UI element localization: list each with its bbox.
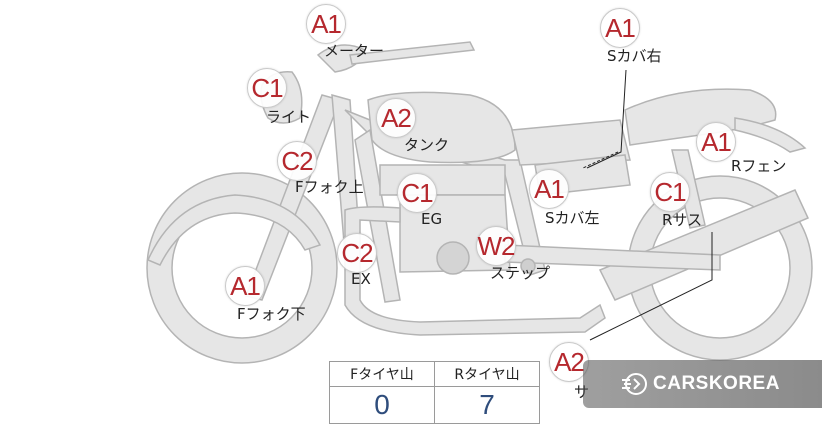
front-tread-value: 0 (329, 386, 435, 424)
grade-badge-rsus: C1 (650, 172, 690, 212)
part-label-rfender: Rフェン (731, 157, 787, 175)
grade-badge-scover-left: A1 (529, 169, 569, 209)
part-label-ex: EX (351, 270, 371, 288)
grade-badge-tank: A2 (376, 98, 416, 138)
rear-tread-header: Rタイヤ山 (434, 361, 540, 387)
front-tread-header: Fタイヤ山 (329, 361, 435, 387)
part-label-scover-right: Sカバ右 (607, 47, 662, 65)
grade-badge-ex: C2 (337, 233, 377, 273)
part-label-light: ライト (266, 108, 312, 126)
tire-tread-table: Fタイヤ山 Rタイヤ山 0 7 (329, 361, 540, 424)
grade-badge-ffork-lower: A1 (225, 266, 265, 306)
grade-badge-meter: A1 (306, 4, 346, 44)
part-label-ffork-upper: Fフォク上 (295, 178, 364, 196)
grade-badge-ffork-upper: C2 (277, 141, 317, 181)
part-label-tank: タンク (404, 136, 450, 154)
part-label-ffork-lower: Fフォク下 (237, 305, 306, 323)
grade-badge-scover-right: A1 (600, 8, 640, 48)
part-label-rsus: Rサス (662, 211, 703, 229)
rear-tread-value: 7 (434, 386, 540, 424)
grade-badge-muffler: A2 (549, 342, 589, 382)
carskorea-logo-icon (622, 373, 647, 395)
part-label-eg: EG (421, 210, 443, 228)
watermark-text: CARSKOREA (653, 373, 780, 394)
part-label-scover-left: Sカバ左 (545, 209, 600, 227)
grade-badge-light: C1 (247, 68, 287, 108)
part-label-meter: メーター (324, 42, 385, 60)
carskorea-watermark: CARSKOREA (583, 360, 822, 408)
grade-badge-step: W2 (476, 226, 516, 266)
grade-badge-rfender: A1 (696, 122, 736, 162)
grade-badge-eg: C1 (397, 173, 437, 213)
part-label-step: ステップ (490, 264, 551, 282)
